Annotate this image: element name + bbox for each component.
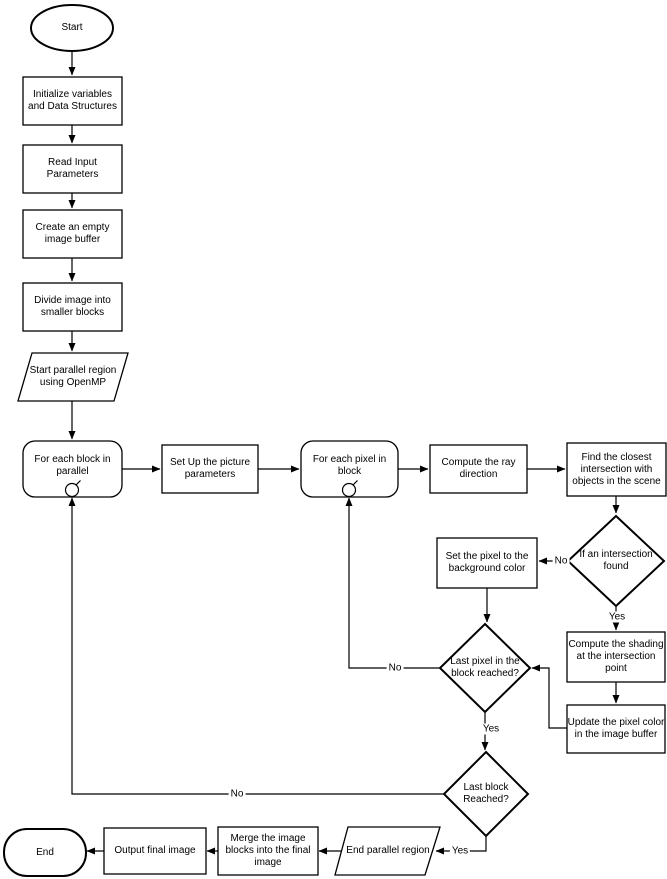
node-last-block-shape bbox=[442, 750, 530, 838]
node-end-shape bbox=[3, 828, 87, 877]
edge-update-to-lastpixel bbox=[531, 664, 567, 729]
node-setup-shape bbox=[161, 444, 259, 494]
node-last-pixel-shape bbox=[438, 622, 532, 714]
loop-marker-icon bbox=[64, 482, 80, 498]
node-set-pixel-shape bbox=[436, 537, 538, 589]
node-shading-shape bbox=[566, 631, 666, 683]
node-start-shape bbox=[30, 4, 114, 52]
node-divide-shape bbox=[22, 282, 123, 332]
node-update-shape bbox=[566, 704, 666, 754]
edge-lastpixel-no-to-pixelloop bbox=[345, 497, 440, 669]
node-merge-shape bbox=[217, 826, 319, 876]
node-create-shape bbox=[22, 209, 123, 259]
node-read-shape bbox=[22, 144, 123, 194]
node-start-parallel-shape bbox=[17, 352, 129, 402]
loop-marker-tail-icon bbox=[75, 480, 81, 486]
node-if-intersection-shape bbox=[566, 514, 666, 608]
edge-lastblock-yes-to-endparallel bbox=[435, 836, 487, 855]
edge-lastblock-no-to-blockloop bbox=[68, 497, 444, 795]
node-end-parallel-shape bbox=[334, 826, 441, 876]
loop-marker-icon bbox=[341, 482, 357, 498]
node-find-shape bbox=[566, 442, 667, 497]
node-init-shape bbox=[22, 76, 123, 126]
node-output-shape bbox=[103, 827, 207, 875]
loop-marker-tail-icon bbox=[352, 480, 358, 486]
node-ray-shape bbox=[429, 444, 528, 494]
